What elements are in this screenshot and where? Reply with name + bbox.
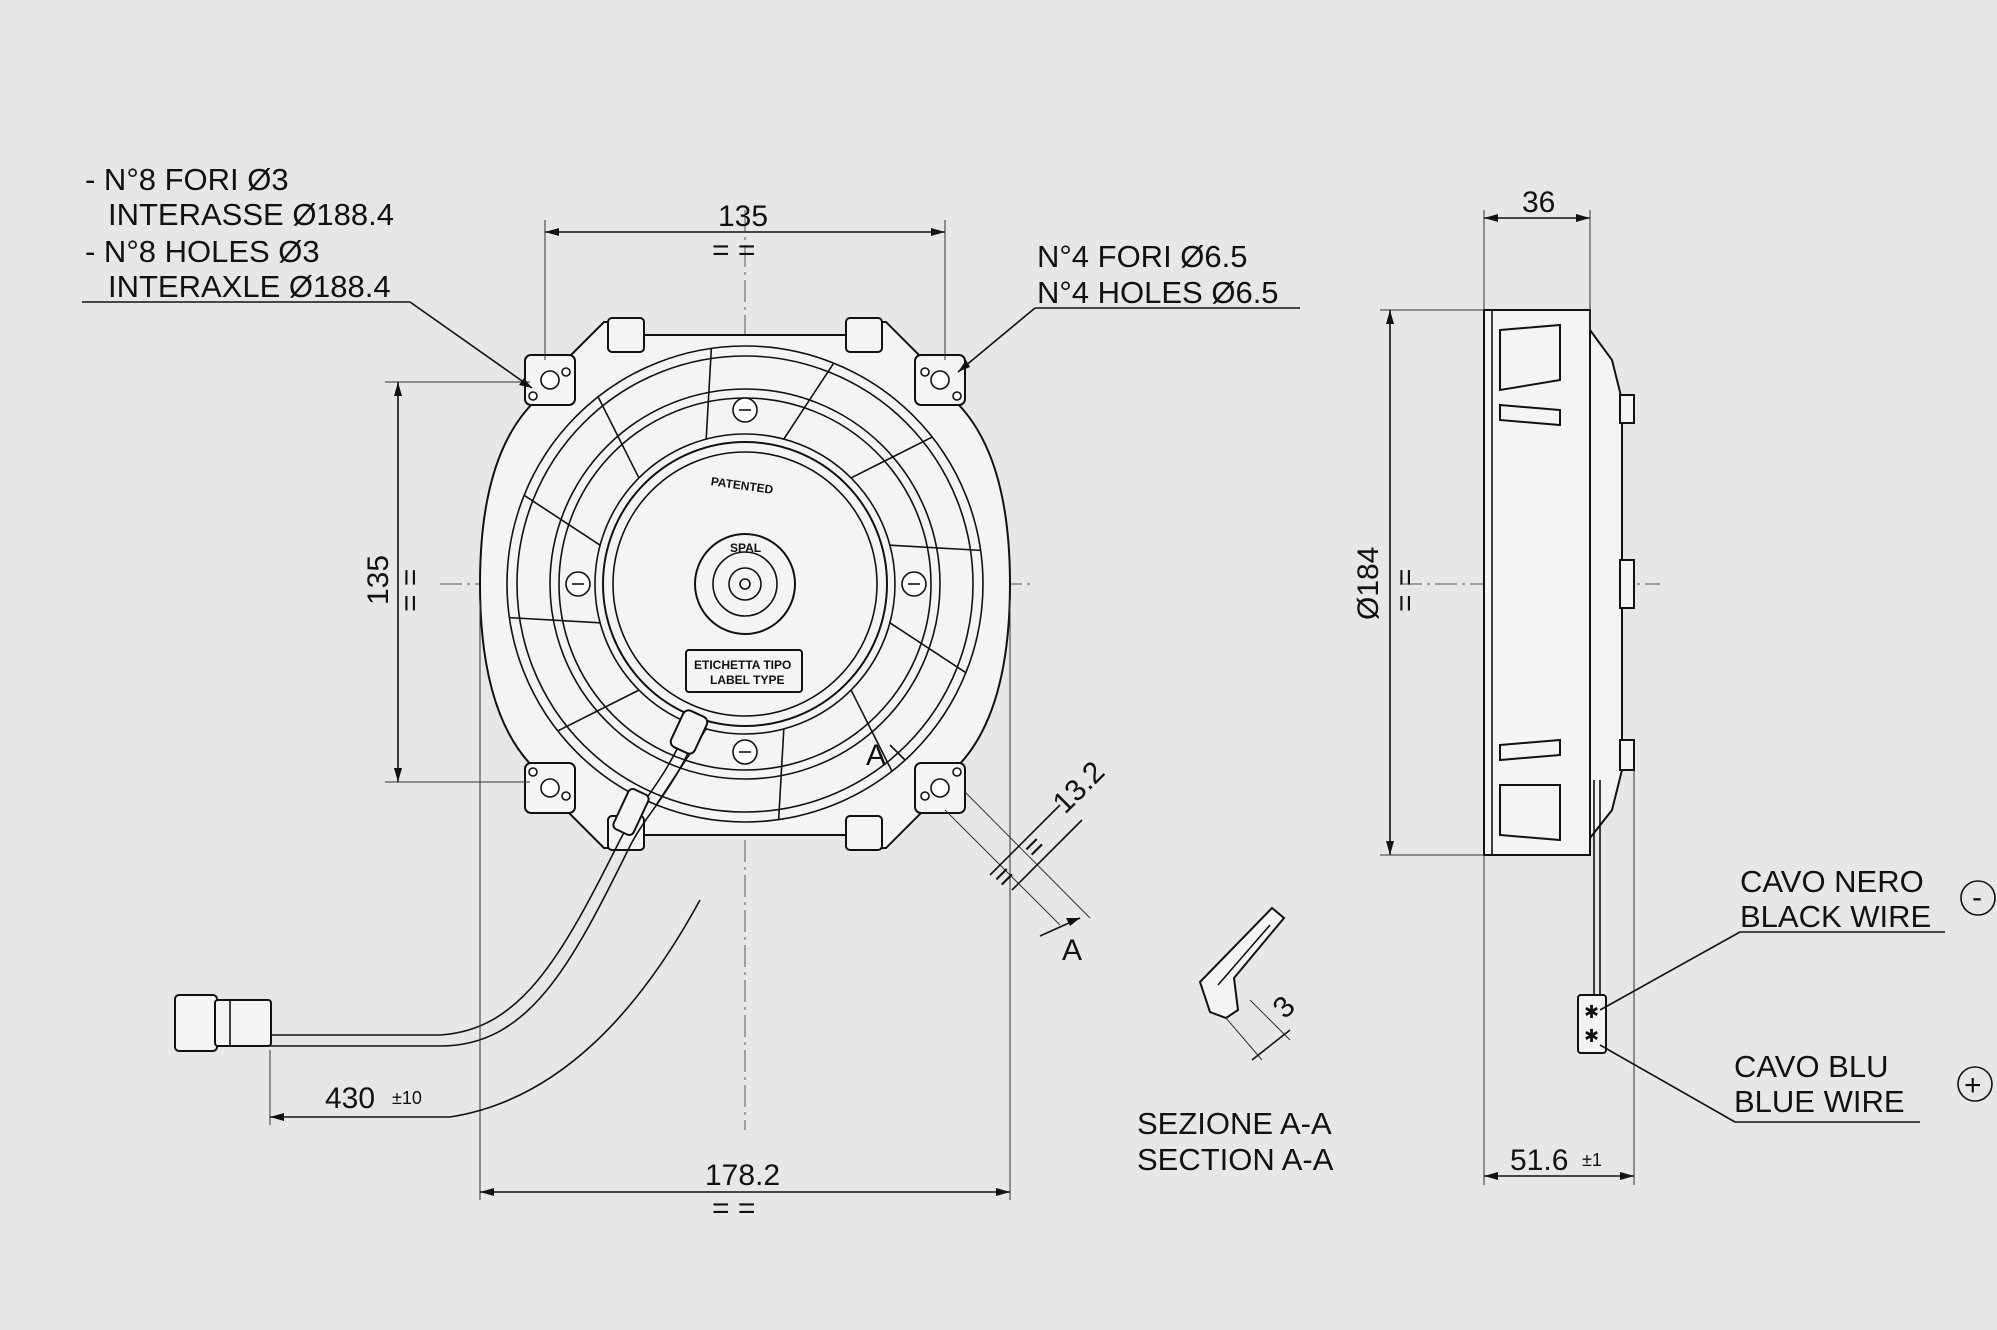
note-small-holes-it-1: - N°8 FORI Ø3: [85, 162, 289, 197]
svg-text:✱: ✱: [1584, 1026, 1599, 1046]
note-big-holes-en: N°4 HOLES Ø6.5: [1037, 275, 1279, 310]
brand-text: SPAL: [730, 541, 761, 555]
side-view: ✱ ✱ 36 Ø184 = = 51.6 ±1 CAVO NERO BLACK …: [1352, 186, 1996, 1185]
section-letter-top: A: [866, 739, 886, 772]
section-letter-bottom: A: [1062, 934, 1082, 967]
grille-spoke: [889, 622, 967, 674]
dim-section-thickness: 3: [1267, 990, 1302, 1025]
mount-hole: [540, 370, 560, 390]
connector: [174, 994, 272, 1052]
blue-wire-symbol: +: [1964, 1069, 1982, 1102]
note-small-holes-en-2: INTERAXLE Ø188.4: [108, 269, 391, 304]
dim-side-diameter: Ø184: [1352, 547, 1385, 620]
mount-hole: [540, 778, 560, 798]
leader-blue-wire: [1599, 1044, 1736, 1123]
side-connector: [1577, 994, 1607, 1054]
blue-wire-en: BLUE WIRE: [1734, 1084, 1905, 1119]
section-view: 3 SEZIONE A-A SECTION A-A: [1137, 906, 1334, 1177]
grille-spoke: [523, 494, 601, 546]
plus-symbol-circle: [1957, 1066, 1993, 1102]
notes: - N°8 FORI Ø3 INTERASSE Ø188.4 - N°8 HOL…: [85, 162, 1279, 310]
eq-mark-top: = =: [712, 234, 755, 267]
grille-spoke: [509, 616, 601, 624]
eq-mark-section-a: =: [1017, 829, 1053, 865]
eq-mark-side: = =: [1389, 569, 1422, 612]
leader-black-wire: [1599, 931, 1741, 1011]
grille-spoke: [597, 396, 640, 479]
side-motor: [1589, 326, 1623, 841]
note-small-holes-en-1: - N°8 HOLES Ø3: [85, 234, 320, 269]
front-view: PATENTED SPAL ETICHETTA TIPO LABEL TYPE …: [82, 200, 1300, 1225]
eq-mark-left: = =: [394, 569, 427, 612]
section-title-en: SECTION A-A: [1137, 1142, 1334, 1177]
section-title-it: SEZIONE A-A: [1137, 1106, 1332, 1141]
mount-hole: [930, 370, 950, 390]
dim-bottom-width: 178.2: [705, 1159, 780, 1192]
black-wire-en: BLACK WIRE: [1740, 899, 1931, 934]
black-wire-symbol: -: [1972, 881, 1982, 914]
mounting-lugs: [524, 354, 966, 814]
dim-section-depth: 13.2: [1047, 755, 1112, 820]
eq-mark-section-b: =: [987, 859, 1023, 895]
grille-spoke: [705, 348, 713, 440]
grille-spoke: [889, 544, 981, 552]
dim-cable-length: 430: [325, 1082, 375, 1115]
label-box: [685, 649, 803, 693]
dim-side-depth-top: 36: [1522, 186, 1555, 219]
side-frame: [1483, 309, 1591, 856]
svg-text:✱: ✱: [1584, 1002, 1599, 1022]
dim-side-depth-total: 51.6: [1510, 1144, 1568, 1177]
grille-spoke: [557, 689, 640, 732]
label-type-en: LABEL TYPE: [710, 673, 784, 687]
dim-side-depth-tol: ±1: [1582, 1150, 1602, 1170]
dim-cable-tol: ±10: [392, 1088, 422, 1108]
black-wire-it: CAVO NERO: [1740, 864, 1924, 899]
eq-mark-bottom: = =: [712, 1192, 755, 1225]
note-big-holes-it: N°4 FORI Ø6.5: [1037, 239, 1248, 274]
grille-spoke: [783, 362, 835, 440]
grille-spoke: [850, 689, 893, 772]
dim-left-height: 135: [362, 555, 395, 605]
grille-spokes: [509, 348, 981, 820]
label-type-it: ETICHETTA TIPO: [694, 658, 791, 672]
blue-wire-it: CAVO BLU: [1734, 1049, 1888, 1084]
cable: [270, 721, 691, 1036]
grille-spoke: [850, 436, 933, 479]
grille-spoke: [777, 728, 785, 820]
note-small-holes-it-2: INTERASSE Ø188.4: [108, 197, 394, 232]
minus-symbol-circle: [1960, 880, 1996, 916]
mount-hole: [930, 778, 950, 798]
dim-top-width: 135: [718, 200, 768, 233]
